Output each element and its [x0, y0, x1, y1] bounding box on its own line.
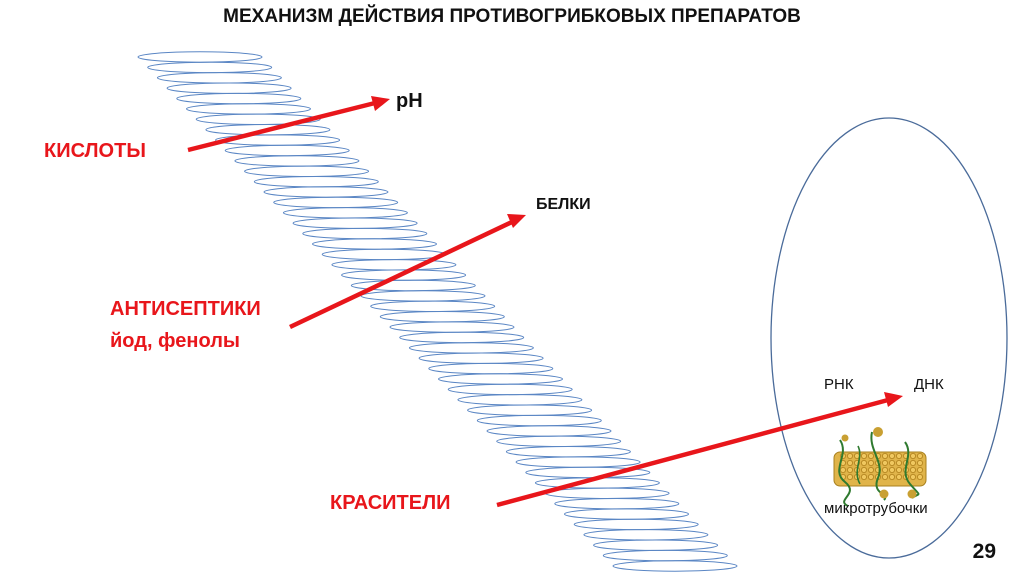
coil-ring: [138, 52, 262, 62]
label-antiseptics: АНТИСЕПТИКИ: [110, 298, 261, 321]
coil-ring: [409, 343, 533, 353]
coil-ring: [613, 561, 737, 571]
coil-ring: [332, 260, 456, 270]
coil-ring: [594, 540, 718, 550]
coil-ring: [361, 291, 485, 301]
coil-ring: [429, 363, 553, 373]
label-dyes: КРАСИТЕЛИ: [330, 492, 451, 515]
coil-ring: [380, 312, 504, 322]
coil-ring: [545, 488, 669, 498]
coil-ring: [254, 177, 378, 187]
page-number: 29: [973, 540, 996, 564]
label-ph: pH: [396, 90, 423, 113]
coil-ring: [293, 218, 417, 228]
coil-ring: [468, 405, 592, 415]
coil-ring: [264, 187, 388, 197]
coil-ring: [516, 457, 640, 467]
microtubule-icon: [834, 427, 926, 506]
coil-ring: [157, 73, 281, 83]
coil-ring: [565, 509, 689, 519]
coil-ring: [371, 301, 495, 311]
coil-ring: [235, 156, 359, 166]
label-rna: РНК: [824, 376, 854, 393]
label-microtubules: микротрубочки: [824, 500, 928, 517]
coil-ring: [177, 93, 301, 103]
coil-ring: [439, 374, 563, 384]
coil-ring: [506, 447, 630, 457]
coil-ring: [390, 322, 514, 332]
coil-ring: [225, 145, 349, 155]
coil-ring: [167, 83, 291, 93]
coil-ring: [187, 104, 311, 114]
fungal-cell-outline: [771, 118, 1007, 558]
coil-ring: [497, 436, 621, 446]
coil-ring: [487, 426, 611, 436]
coil-ring: [574, 519, 698, 529]
coil-ring: [458, 395, 582, 405]
coil-ring: [448, 384, 572, 394]
coil-ring: [245, 166, 369, 176]
coil-ring: [274, 197, 398, 207]
coil-ring: [148, 62, 272, 72]
coil-ring: [477, 415, 601, 425]
arrow-antiseptics: [290, 214, 526, 327]
coil-ring: [400, 332, 524, 342]
slide-title: МЕХАНИЗМ ДЕЙСТВИЯ ПРОТИВОГРИБКОВЫХ ПРЕПА…: [0, 6, 1024, 28]
label-dna: ДНК: [914, 376, 944, 393]
coil-ring: [419, 353, 543, 363]
label-proteins: БЕЛКИ: [536, 196, 591, 214]
coil-ring: [303, 228, 427, 238]
coil-ring: [603, 550, 727, 560]
coil-ring: [283, 208, 407, 218]
coil-ring: [584, 530, 708, 540]
coil-ring: [322, 249, 446, 259]
coil-ring: [555, 499, 679, 509]
coil-ring: [313, 239, 437, 249]
label-antiseptics-examples: йод, фенолы: [110, 330, 240, 353]
label-acids: КИСЛОТЫ: [44, 140, 146, 163]
